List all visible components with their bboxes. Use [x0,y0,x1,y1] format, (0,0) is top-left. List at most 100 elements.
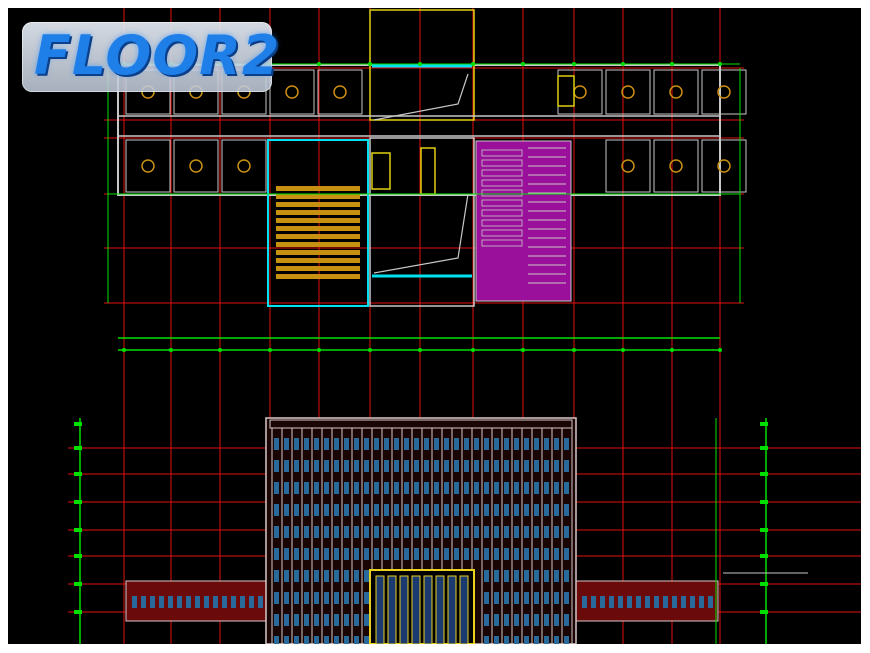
facade-window [484,592,489,604]
facade-window [294,438,299,450]
level-mark [74,500,82,504]
cad-viewport: FLOOR2 [8,8,861,644]
facade-window [344,614,349,626]
facade-window [484,482,489,494]
facade-window [314,482,319,494]
dim-tick [521,62,525,66]
facade-window [284,438,289,450]
desk-mark [189,159,203,173]
facade-window [344,636,349,644]
wing-window [132,596,137,608]
facade-window [334,526,339,538]
dim-tick [471,348,475,352]
office-rooms-top [125,69,747,115]
facade-window [294,526,299,538]
facade-window [524,504,529,516]
facade-window [504,592,509,604]
facade-window [444,460,449,472]
facade-window [534,570,539,582]
dim-tick [572,62,576,66]
facade-window [544,482,549,494]
facade-window [364,438,369,450]
level-mark [760,528,768,532]
facade-window [274,614,279,626]
facade-window [274,504,279,516]
facade-window [434,548,439,560]
facade-window [564,526,569,538]
facade-window [484,438,489,450]
facade-window [564,636,569,644]
facade-window [564,592,569,604]
facade-window [494,460,499,472]
seat-row [276,186,360,191]
facade-window [494,504,499,516]
desk-mark [237,159,251,173]
facade-window [554,592,559,604]
facade-window [564,570,569,582]
facade-window [274,636,279,644]
desk-mark [621,159,635,173]
facade-window [324,482,329,494]
facade-window [514,636,519,644]
facade-window [554,460,559,472]
facade-window [534,438,539,450]
facade-window [314,460,319,472]
facade-window [404,438,409,450]
office-room [269,69,315,115]
facade-window [554,570,559,582]
entrance-panel [423,575,433,644]
wing-window [204,596,209,608]
reading-table [481,229,523,237]
level-marks [74,422,768,614]
facade-window [284,526,289,538]
facade-window [414,482,419,494]
facade-window [554,548,559,560]
facade-window [494,592,499,604]
facade-window [274,570,279,582]
seat-row [276,210,360,215]
facade-window [464,482,469,494]
entrance-mullions [375,575,469,644]
facade-window [524,460,529,472]
level-mark [74,610,82,614]
facade-window [554,526,559,538]
facade-window [284,592,289,604]
facade-window [494,636,499,644]
facade-window [334,504,339,516]
wing-window [195,596,200,608]
floor-label: FLOOR2 [34,24,281,87]
facade-window [534,548,539,560]
facade-window [414,526,419,538]
wing-window [708,596,713,608]
facade-window [354,482,359,494]
facade-window [554,614,559,626]
facade-window [404,526,409,538]
facade-window [344,460,349,472]
office-room [125,139,171,193]
dim-tick [670,62,674,66]
dim-tick [418,348,422,352]
dim-tick [368,348,372,352]
facade-window [284,482,289,494]
wing-window [600,596,605,608]
facade-window [494,438,499,450]
facade-window [384,460,389,472]
seat-row [276,250,360,255]
facade-window [384,548,389,560]
reading-table [481,149,523,157]
wing-window [177,596,182,608]
office-room [605,139,651,193]
facade-window [384,526,389,538]
facade-window [394,460,399,472]
office-room [173,139,219,193]
facade-window [384,482,389,494]
level-mark [74,472,82,476]
facade-window [544,460,549,472]
facade-window [364,526,369,538]
dim-tick [471,62,475,66]
facade-window [484,570,489,582]
facade-window [444,504,449,516]
facade-window [544,438,549,450]
facade-window [504,614,509,626]
facade-window [484,548,489,560]
